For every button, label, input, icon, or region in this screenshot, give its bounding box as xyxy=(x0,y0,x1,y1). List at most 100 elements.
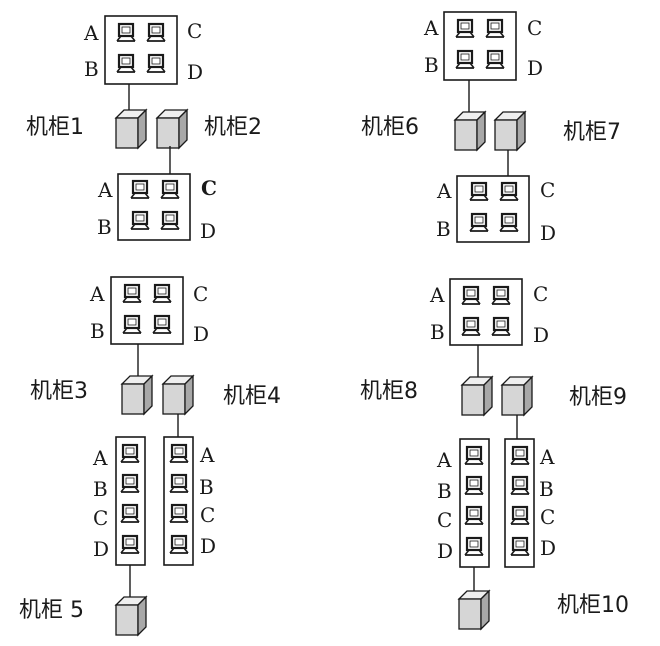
monitor-icon xyxy=(484,49,506,70)
monitor-icon xyxy=(468,212,490,233)
monitor-icon xyxy=(129,179,151,200)
monitor-icon xyxy=(509,475,531,496)
monitor-icon xyxy=(151,314,173,335)
kvm-panel xyxy=(449,278,523,346)
port-label: B xyxy=(539,477,554,501)
port-label: D xyxy=(200,219,216,243)
cabinet-6-label: 机柜6 xyxy=(361,115,419,140)
monitor-icon xyxy=(121,314,143,335)
monitor-icon xyxy=(115,53,137,74)
monitor-icon xyxy=(468,181,490,202)
port-label: C xyxy=(201,176,217,200)
monitor-icon xyxy=(454,49,476,70)
cabinet-9-label: 机柜9 xyxy=(569,385,627,410)
port-label: B xyxy=(424,53,439,77)
port-label: A xyxy=(429,283,445,307)
cabinet-2-label: 机柜2 xyxy=(204,115,262,140)
port-label: A xyxy=(436,179,452,203)
kvm-panel xyxy=(117,173,191,241)
monitor-icon xyxy=(119,443,141,464)
group-cabinet-1-2: A B C D 机柜1 机柜2 A B C D xyxy=(26,15,262,243)
port-label: C xyxy=(193,282,208,306)
server-cabinet-icon xyxy=(161,374,195,416)
port-label: C xyxy=(527,16,542,40)
monitor-icon xyxy=(460,285,482,306)
port-label: C xyxy=(437,508,452,532)
port-label: B xyxy=(437,479,452,503)
monitor-icon xyxy=(509,536,531,557)
port-label: D xyxy=(437,539,453,563)
kvm-panel xyxy=(456,175,530,243)
kvm-column-right xyxy=(163,436,194,566)
group-cabinet-6-7: A B C D 机柜6 机柜7 A B C D xyxy=(361,11,621,245)
port-label: A xyxy=(92,446,108,470)
port-label: B xyxy=(93,477,108,501)
port-label: B xyxy=(436,217,451,241)
cabinet-5-label: 机柜 5 xyxy=(19,598,84,623)
monitor-icon xyxy=(168,534,190,555)
server-cabinet-icon xyxy=(500,375,534,417)
monitor-icon xyxy=(168,473,190,494)
monitor-icon xyxy=(498,181,520,202)
monitor-icon xyxy=(509,445,531,466)
monitor-icon xyxy=(454,18,476,39)
monitor-icon xyxy=(145,22,167,43)
cabinet-8-label: 机柜8 xyxy=(360,379,418,404)
monitor-icon xyxy=(168,503,190,524)
server-cabinet-icon xyxy=(460,375,494,417)
monitor-icon xyxy=(463,505,485,526)
monitor-icon xyxy=(151,283,173,304)
port-label: B xyxy=(430,320,445,344)
monitor-icon xyxy=(460,316,482,337)
server-cabinet-icon xyxy=(457,589,491,631)
port-label: D xyxy=(187,60,203,84)
port-label: D xyxy=(540,221,556,245)
monitor-icon xyxy=(159,210,181,231)
cabinet-3-label: 机柜3 xyxy=(30,379,88,404)
port-label: D xyxy=(93,537,109,561)
port-label: C xyxy=(540,505,555,529)
monitor-icon xyxy=(145,53,167,74)
port-label: A xyxy=(423,16,439,40)
server-cabinet-icon xyxy=(155,108,189,150)
monitor-icon xyxy=(509,505,531,526)
port-label: C xyxy=(93,506,108,530)
port-label: C xyxy=(187,19,202,43)
port-label: A xyxy=(199,443,215,467)
server-cabinet-icon xyxy=(493,110,527,152)
monitor-icon xyxy=(129,210,151,231)
monitor-icon xyxy=(119,503,141,524)
port-label: B xyxy=(199,475,214,499)
group-cabinet-8-9-10: A B C D 机柜8 机柜9 A B C D A B xyxy=(360,278,629,631)
server-cabinet-icon xyxy=(453,110,487,152)
port-label: B xyxy=(97,215,112,239)
monitor-icon xyxy=(463,445,485,466)
port-label: B xyxy=(90,319,105,343)
port-label: C xyxy=(533,282,548,306)
kvm-column-right xyxy=(504,438,535,568)
port-label: C xyxy=(200,503,215,527)
monitor-icon xyxy=(168,443,190,464)
group-cabinet-3-4-5: A B C D 机柜3 机柜4 A B C D A B xyxy=(19,276,281,637)
port-label: C xyxy=(540,178,555,202)
cabinet-7-label: 机柜7 xyxy=(563,120,621,145)
monitor-icon xyxy=(490,316,512,337)
port-label: D xyxy=(200,534,216,558)
port-label: A xyxy=(539,445,555,469)
monitor-icon xyxy=(484,18,506,39)
monitor-icon xyxy=(490,285,512,306)
server-cabinet-icon xyxy=(114,595,148,637)
port-label: D xyxy=(193,322,209,346)
monitor-icon xyxy=(463,536,485,557)
port-label: A xyxy=(436,448,452,472)
port-label: D xyxy=(533,323,549,347)
monitor-icon xyxy=(498,212,520,233)
port-label: A xyxy=(89,282,105,306)
port-label: A xyxy=(83,21,99,45)
cabinet-4-label: 机柜4 xyxy=(223,384,281,409)
server-cabinet-icon xyxy=(120,374,154,416)
monitor-icon xyxy=(119,473,141,494)
cabinet-10-label: 机柜10 xyxy=(557,593,629,618)
server-cabinet-icon xyxy=(114,108,148,150)
